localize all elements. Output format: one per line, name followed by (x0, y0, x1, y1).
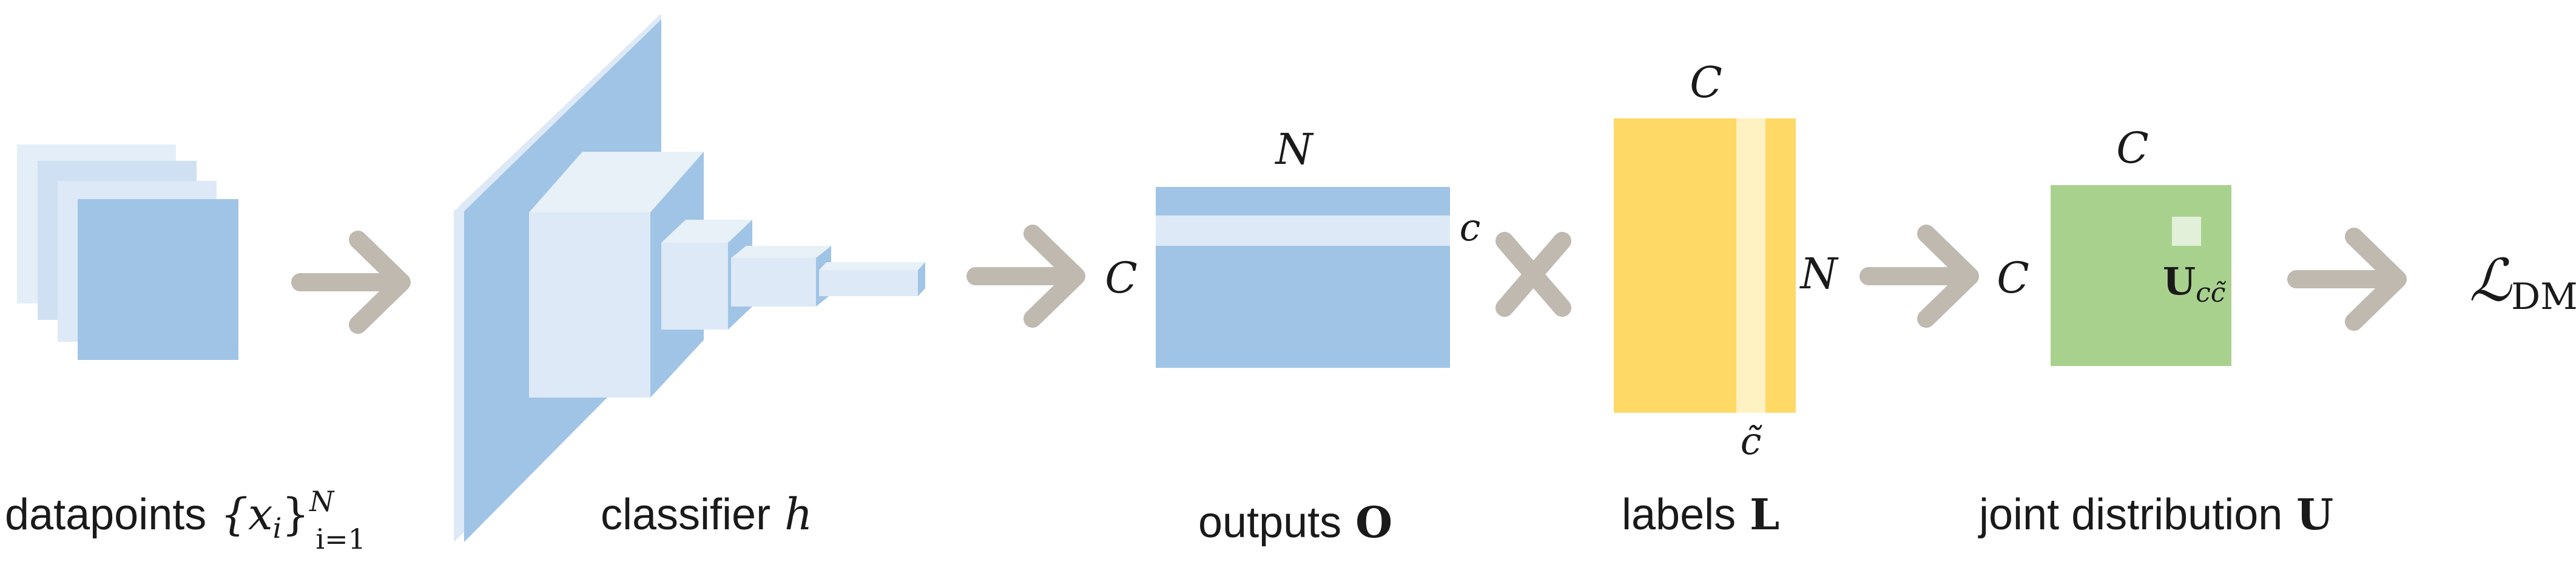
outputs-matrix (1156, 187, 1450, 368)
outputs-highlight-row (1156, 215, 1450, 246)
labels-highlight-column (1736, 118, 1765, 413)
arrow-3 (1860, 225, 1979, 328)
cnn-layer-3 (661, 220, 752, 243)
outputs-row-marker: c (1460, 205, 1481, 249)
labels-caption: labels L (1622, 489, 1779, 540)
classifier-caption: classifier h (601, 489, 812, 540)
classifier-network (454, 13, 925, 542)
joint-cell-label: Ucc̃ (2163, 259, 2226, 308)
outputs-top-dim: N (1274, 124, 1314, 174)
labels-right-dim: N (1799, 249, 1839, 299)
labels-matrix-body (1614, 118, 1796, 413)
arrow-4 (2287, 228, 2407, 331)
joint-left-dim: C (1997, 253, 2029, 303)
joint-matrix (2051, 185, 2231, 366)
joint-matrix-body (2051, 185, 2231, 366)
joint-caption: joint distribution U (1978, 489, 2333, 540)
joint-top-dim: C (2116, 123, 2149, 173)
outputs-caption: outputs O (1198, 497, 1392, 548)
dmi-loss-symbol: ℒDMI (2469, 246, 2576, 318)
joint-highlight-cell (2172, 217, 2201, 246)
arrow-2 (966, 225, 1085, 328)
datapoint-card-4 (78, 199, 238, 360)
outputs-matrix-body (1156, 187, 1450, 368)
outputs-left-dim: C (1105, 253, 1138, 303)
cnn-layer-4 (731, 246, 831, 258)
labels-col-marker: c̃ (1741, 419, 1763, 463)
cnn-layer-2 (529, 152, 704, 212)
labels-top-dim: C (1690, 58, 1722, 107)
arrow-1 (291, 231, 411, 334)
multiply-icon (1495, 232, 1571, 317)
cnn-layer-5 (819, 262, 925, 270)
datapoints-stack (17, 144, 238, 360)
labels-matrix (1614, 118, 1796, 413)
